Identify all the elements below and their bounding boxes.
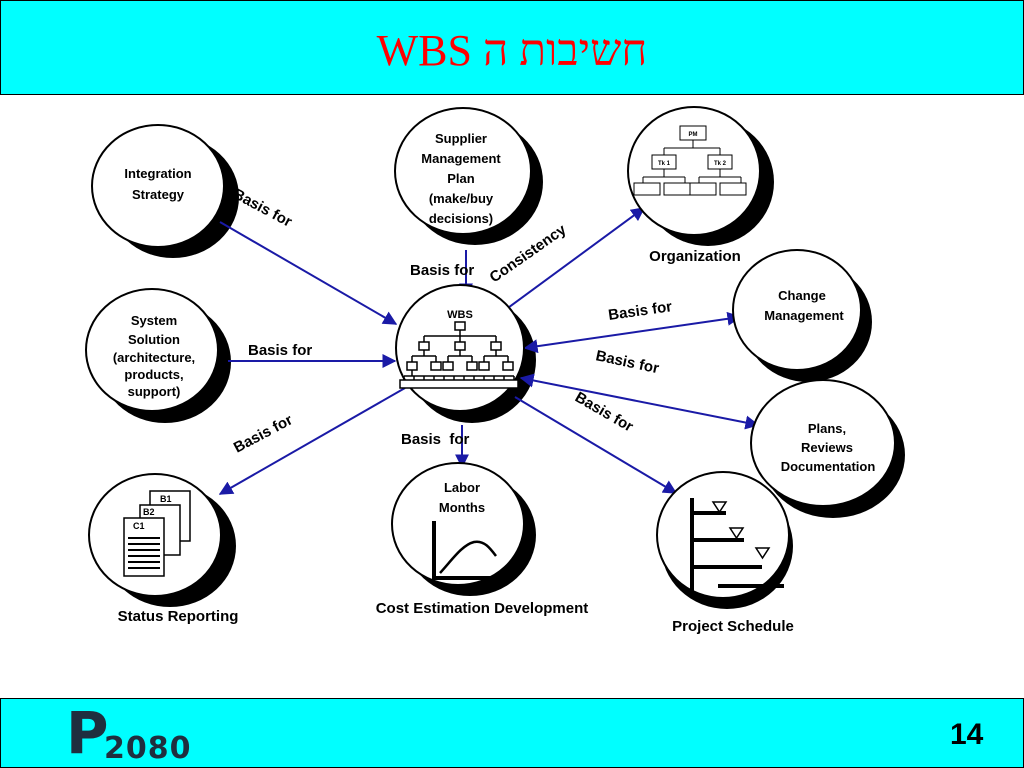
integration-line-1: Integration [124, 166, 191, 181]
wbs-icon-label: WBS [447, 309, 473, 321]
node-system-solution [85, 288, 219, 412]
change-line-2: Management [764, 308, 844, 323]
org-chart-top: PM [689, 132, 698, 138]
supplier-line-5: decisions) [429, 211, 493, 226]
doc-b2: B2 [143, 507, 155, 517]
edge-change-management [523, 311, 742, 354]
label-labor-months: Basis for [401, 431, 470, 448]
node-project-schedule [656, 471, 790, 599]
supplier-line-4: (make/buy [429, 191, 494, 206]
label-status-reporting: Basis for [231, 411, 296, 456]
label-system-solution: Basis for [248, 342, 312, 359]
supplier-line-1: Supplier [435, 131, 487, 146]
supplier-line-3: Plan [447, 171, 475, 186]
documents-icon: B1 B2 C1 [123, 490, 191, 577]
change-line-1: Change [778, 288, 826, 303]
system-line-3: (architecture, [113, 350, 195, 365]
node-change-management [732, 249, 862, 371]
org-chart-mid-2: Tk 2 [714, 161, 727, 167]
plans-line-2: Reviews [801, 440, 853, 455]
label-integration: Basis for [230, 186, 295, 231]
plans-line-3: Documentation [781, 459, 876, 474]
logo-number: 2080 [104, 731, 192, 766]
organization-caption: Organization [649, 248, 741, 265]
org-chart-mid-1: Tk 1 [658, 161, 671, 167]
p2080-logo: P 2080 [66, 702, 226, 768]
status-reporting-caption: Status Reporting [118, 608, 239, 625]
label-change-management: Basis for [607, 298, 673, 324]
project-schedule-caption: Project Schedule [672, 618, 794, 635]
cost-estimation-caption: Cost Estimation Development [376, 600, 589, 617]
node-organization [627, 106, 761, 236]
gantt-icon [690, 498, 784, 594]
slide-title: חשיבות ה WBS [376, 26, 648, 75]
edge-project-schedule [514, 396, 678, 494]
node-integration-strategy [91, 124, 225, 248]
labor-line-2: Months [439, 500, 485, 515]
labor-curve-icon [432, 521, 498, 580]
supplier-line-2: Management [421, 151, 501, 166]
edge-organization [495, 207, 646, 317]
edge-plans-reviews [519, 373, 760, 430]
doc-b1: B1 [160, 494, 172, 504]
node-plans-reviews [750, 379, 896, 507]
wbs-tree-icon: WBS [399, 309, 519, 389]
org-chart-icon: PM Tk 1 Tk 2 [633, 125, 747, 196]
system-line-5: support) [128, 384, 181, 399]
system-line-4: products, [124, 367, 183, 382]
integration-line-2: Strategy [132, 187, 185, 202]
plans-line-1: Plans, [808, 421, 846, 436]
title-bar: חשיבות ה WBS [0, 0, 1024, 95]
doc-c1: C1 [133, 521, 145, 531]
edge-status-reporting [218, 387, 406, 495]
node-supplier-plan [394, 107, 532, 235]
page-number: 14 [950, 718, 984, 751]
system-line-1: System [131, 313, 177, 328]
labor-line-1: Labor [444, 480, 480, 495]
logo-letter: P [66, 699, 109, 767]
node-labor-months [391, 462, 525, 586]
edge-integration [219, 221, 398, 325]
system-line-2: Solution [128, 332, 180, 347]
label-plans-reviews: Basis for [594, 347, 660, 377]
label-project-schedule: Basis for [572, 389, 636, 436]
label-supplier: Basis for [410, 262, 474, 279]
